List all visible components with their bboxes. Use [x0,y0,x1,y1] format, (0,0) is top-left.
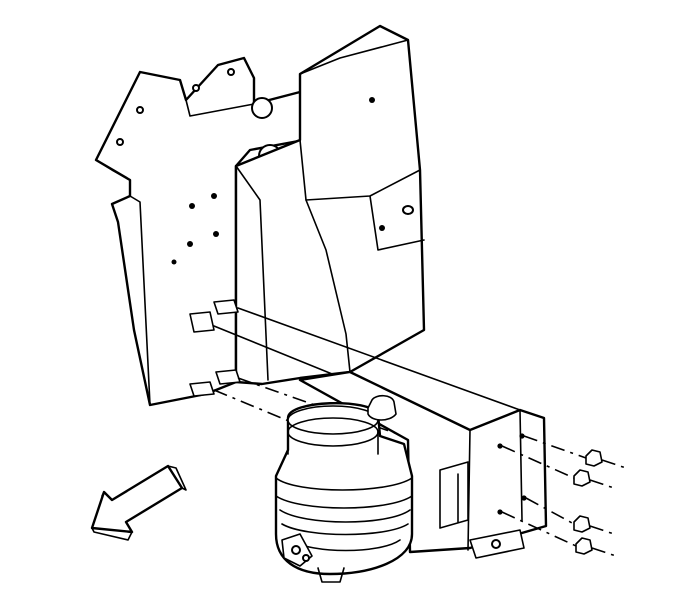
stud-icon-2 [189,311,215,333]
reservoir-cap-icon [367,394,397,421]
fasteners [501,435,627,557]
stud-icon-1 [213,299,239,315]
front-direction-arrow-icon [90,464,187,541]
housing-shroud [234,24,426,386]
stud-icon-4 [189,381,215,397]
mounting-studs [189,299,241,397]
nut-icon-4 [575,537,617,557]
nut-icon-1 [585,449,627,469]
fluid-reservoir [274,394,414,583]
reservoir-bracket [298,370,548,559]
nut-icon-2 [573,469,615,489]
nut-icon-3 [573,515,615,535]
stud-icon-3 [215,369,241,385]
